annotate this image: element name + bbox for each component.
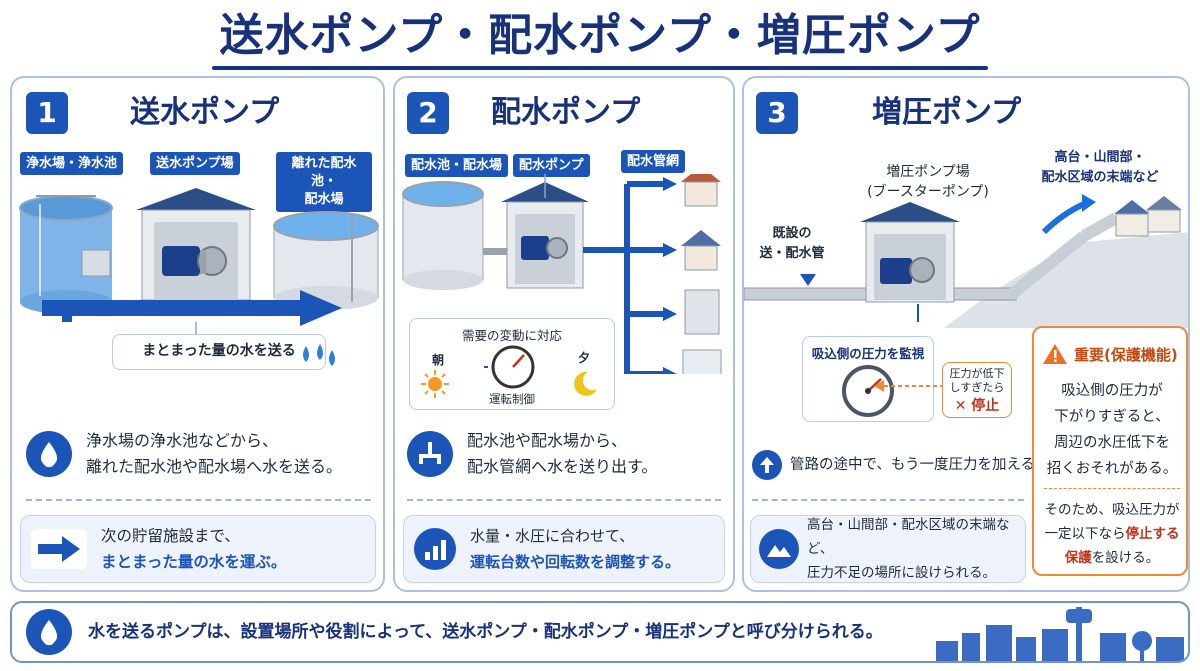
panel-title: 増圧ポンプ — [872, 95, 1022, 130]
panel-title: 送水ポンプ — [130, 95, 280, 130]
reservoir-tank — [402, 181, 484, 290]
label-booster-station: 増圧ポンプ場 (ブースターポンプ) — [867, 164, 989, 200]
panel-distribution-pump: 2 配水ポンプ 配水池・配水場 配水ポンプ 配水管網 — [393, 76, 735, 592]
warning-divider — [1044, 488, 1180, 489]
pump-house — [136, 188, 256, 301]
hill — [944, 232, 1188, 328]
description-row: 浄水場の浄水池などから、 離れた配水池や配水場へ水を送る。 — [26, 428, 342, 480]
description-text: 浄水場の浄水池などから、 離れた配水池や配水場へ水を送る。 — [86, 431, 343, 476]
dashed-divider — [407, 499, 721, 501]
pipe-network — [583, 181, 665, 374]
info-text: 次の貯留施設まで、 まとまった量の水を運ぶ。 — [101, 527, 287, 571]
warning-text-2: そのため、吸込圧力が 一定以下なら停止する 保護を設ける。 — [1044, 502, 1180, 566]
panel-number-badge: 2 — [407, 92, 449, 134]
flow-arrow — [42, 290, 342, 326]
label-distribution-pump: 配水ポンプ — [513, 154, 590, 177]
summary-text: 水を送るポンプは、設置場所や役割によって、送水ポンプ・配水ポンプ・増圧ポンプと呼… — [88, 622, 883, 642]
warning-text-1: 吸込側の圧力が 下がりすぎると、 周辺の水圧低下を 招くおそれがある。 — [1046, 383, 1178, 477]
panel-number-badge: 3 — [756, 92, 798, 134]
arrow-right-icon — [31, 529, 87, 569]
label-reservoir: 配水池・配水場 — [405, 154, 509, 177]
small-hut — [81, 249, 111, 277]
description-row: 配水池や配水場から、 配水管網へ水を送り出す。 — [407, 428, 657, 480]
main-title: 送水ポンプ・配水ポンプ・増圧ポンプ — [219, 10, 981, 61]
moon-icon — [574, 371, 597, 396]
description-text: 配水池や配水場から、 配水管網へ水を送り出す。 — [467, 431, 658, 476]
stop-note: 圧力が低下 しすぎたら ✕ 停止 — [942, 362, 1012, 418]
water-drops-icon — [303, 344, 335, 366]
dashed-arrow — [874, 380, 944, 392]
arrow-up-icon — [752, 450, 782, 480]
warning-icon — [1043, 344, 1067, 364]
city-skyline-icon — [936, 607, 1184, 661]
description-text: 管路の途中で、もう一度圧力を加える。 — [790, 457, 1050, 473]
dashed-divider — [752, 499, 1024, 501]
info-text: 水量・水圧に合わせて、 運転台数や回転数を調整する。 — [470, 527, 681, 571]
booster-illustration — [744, 194, 1188, 328]
transmission-illustration — [19, 188, 379, 336]
pump-house — [501, 182, 589, 289]
demand-panel: 需要の変動に対応 朝 夕 運転制御 — [409, 318, 615, 410]
label-high-ground: 高台・山間部・ 配水区域の末端など — [1041, 150, 1159, 185]
gauge-icon — [484, 345, 535, 389]
pressure-gauge-icon — [842, 365, 894, 417]
distant-reservoir — [273, 211, 379, 310]
label-distant-reservoir: 離れた配水池・ 配水場 — [276, 152, 372, 212]
cross-icon: ✕ — [954, 398, 972, 414]
label-existing-pipe: 既設の 送・配水管 — [759, 226, 825, 261]
water-drop-icon — [26, 609, 72, 655]
info-box: 高台・山間部・配水区域の末端など、 圧力不足の場所に設けられる。 — [750, 515, 1026, 583]
mountain-icon — [759, 529, 799, 569]
info-box: 次の貯留施設まで、 まとまった量の水を運ぶ。 — [20, 515, 376, 583]
stop-label: ✕ 停止 — [954, 398, 1000, 414]
title-underline — [212, 66, 988, 70]
distribution-illustration — [402, 174, 722, 374]
pressure-up-arrow — [1041, 201, 1086, 235]
info-text: 高台・山間部・配水区域の末端など、 圧力不足の場所に設けられる。 — [807, 517, 1010, 581]
label-pump-station: 送水ポンプ場 — [150, 152, 240, 175]
panel-number-badge: 1 — [26, 92, 68, 134]
flow-note: まとまった量の水を送る — [112, 334, 326, 370]
purification-tank — [19, 195, 113, 314]
water-drop-icon — [26, 431, 72, 477]
hilltop-houses — [1114, 196, 1182, 237]
houses — [681, 174, 722, 374]
bar-chart-icon — [414, 528, 456, 570]
description-row: 管路の途中で、もう一度圧力を加える。 — [752, 450, 1050, 480]
warning-heading: 重要(保護機能) — [1042, 340, 1182, 368]
info-box: 水量・水圧に合わせて、 運転台数や回転数を調整する。 — [403, 515, 725, 583]
low-pressure-text: 圧力が低下 しすぎたら — [949, 367, 1005, 394]
dashed-divider — [26, 499, 371, 501]
pressure-monitor: 吸込側の圧力を監視 — [802, 336, 934, 422]
label-purification-plant: 浄水場・浄水池 — [20, 152, 124, 175]
summary-bar: 水を送るポンプは、設置場所や役割によって、送水ポンプ・配水ポンプ・増圧ポンプと呼… — [10, 601, 1190, 663]
label-pipe-network: 配水管網 — [621, 150, 686, 173]
sun-icon — [421, 370, 449, 398]
branch-pipe-icon — [407, 431, 453, 477]
warning-box: 重要(保護機能) 吸込側の圧力が 下がりすぎると、 周辺の水圧低下を 招くおそれ… — [1032, 326, 1188, 576]
panel-booster-pump: 3 増圧ポンプ 増圧ポンプ場 (ブースターポンプ) 高台・山間部・ 配水区域の末… — [742, 76, 1190, 592]
pump-house — [860, 202, 960, 303]
panel-transmission-pump: 1 送水ポンプ 浄水場・浄水池 送水ポンプ場 離れた配水池・ 配水場 — [10, 76, 385, 592]
panel-title: 配水ポンプ — [491, 95, 641, 130]
